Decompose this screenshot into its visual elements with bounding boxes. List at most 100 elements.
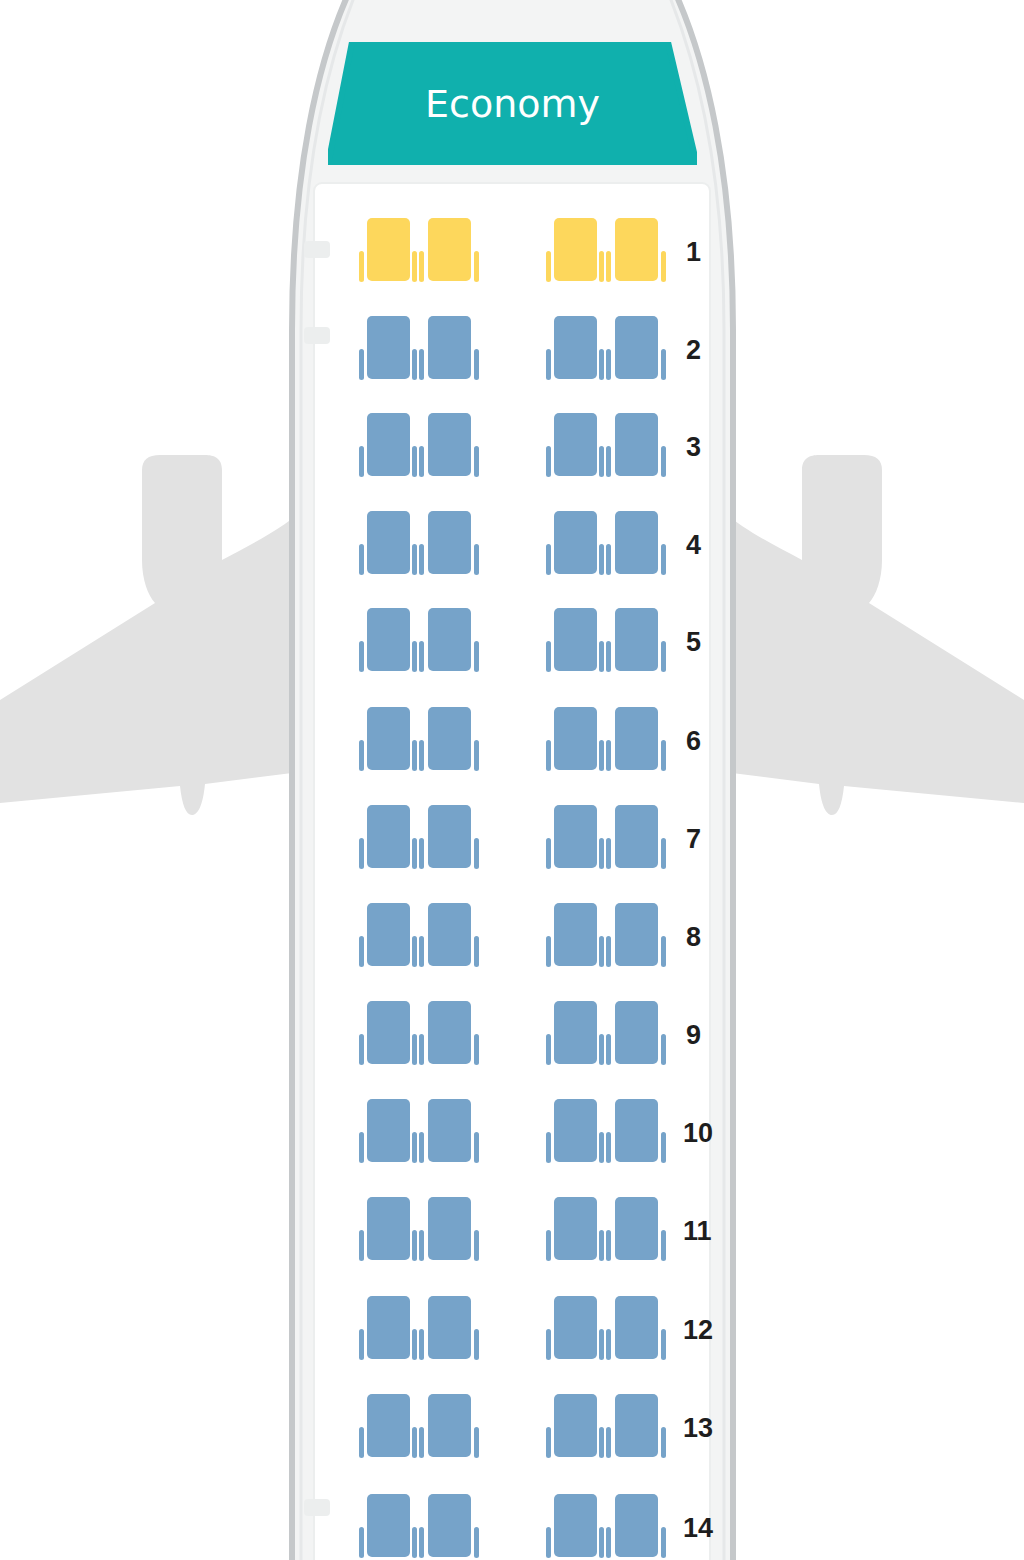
seat — [367, 218, 410, 281]
armrest — [419, 936, 424, 967]
armrest — [412, 838, 417, 869]
armrest — [661, 1527, 666, 1558]
armrest — [606, 349, 611, 380]
seat — [367, 1296, 410, 1359]
armrest — [419, 1132, 424, 1163]
row-number: 12 — [683, 1317, 713, 1344]
armrest — [606, 446, 611, 477]
armrest — [412, 349, 417, 380]
armrest — [474, 1034, 479, 1065]
row-number: 9 — [686, 1022, 701, 1049]
row-number: 5 — [686, 629, 701, 656]
seat-row — [359, 511, 666, 575]
armrest — [546, 544, 551, 575]
armrest — [359, 936, 364, 967]
row-number: 3 — [686, 434, 701, 461]
seat — [428, 316, 471, 379]
armrest — [661, 1230, 666, 1261]
armrest — [419, 1527, 424, 1558]
seat — [615, 805, 658, 868]
armrest — [606, 1427, 611, 1458]
armrest — [412, 251, 417, 282]
seat — [428, 1494, 471, 1557]
seat-row — [359, 218, 666, 282]
seat — [554, 316, 597, 379]
armrest — [474, 1132, 479, 1163]
armrest — [661, 740, 666, 771]
armrest — [606, 544, 611, 575]
armrest — [412, 641, 417, 672]
row-number: 14 — [683, 1515, 713, 1542]
left-wing — [0, 455, 300, 815]
seat-row — [359, 413, 666, 477]
armrest — [359, 641, 364, 672]
armrest — [606, 1132, 611, 1163]
cabin-floor — [314, 183, 710, 1560]
armrest — [419, 251, 424, 282]
armrest — [412, 544, 417, 575]
armrest — [412, 936, 417, 967]
seat — [367, 413, 410, 476]
armrest — [474, 1427, 479, 1458]
armrest — [546, 936, 551, 967]
armrest — [661, 838, 666, 869]
seat-row — [359, 903, 666, 967]
seat — [367, 316, 410, 379]
seat-rows — [359, 218, 666, 1558]
armrest — [419, 544, 424, 575]
armrest — [546, 446, 551, 477]
armrest — [606, 838, 611, 869]
armrest — [474, 544, 479, 575]
armrest — [599, 446, 604, 477]
armrest — [419, 446, 424, 477]
seat — [615, 413, 658, 476]
armrest — [412, 1329, 417, 1360]
armrest — [661, 349, 666, 380]
armrest — [546, 1527, 551, 1558]
seat — [367, 608, 410, 671]
armrest — [359, 446, 364, 477]
seat — [554, 1394, 597, 1457]
armrest — [359, 1132, 364, 1163]
armrest — [606, 740, 611, 771]
seat-row — [359, 1197, 666, 1261]
cabin-class-name: Economy — [425, 82, 600, 126]
armrest — [546, 1230, 551, 1261]
armrest — [359, 1427, 364, 1458]
armrest — [546, 1132, 551, 1163]
armrest — [599, 740, 604, 771]
armrest — [419, 1427, 424, 1458]
seat — [554, 218, 597, 281]
seat — [554, 608, 597, 671]
armrest — [599, 641, 604, 672]
armrest — [599, 1427, 604, 1458]
armrest — [546, 349, 551, 380]
seat — [615, 316, 658, 379]
seat-row — [359, 707, 666, 771]
seat — [615, 1296, 658, 1359]
seat-row — [359, 608, 666, 672]
armrest — [474, 1527, 479, 1558]
seat — [554, 413, 597, 476]
armrest — [359, 1329, 364, 1360]
armrest — [606, 1329, 611, 1360]
seat-row — [359, 805, 666, 869]
armrest — [359, 838, 364, 869]
seat — [367, 1394, 410, 1457]
armrest — [419, 349, 424, 380]
seat-row — [359, 1494, 666, 1558]
armrest — [419, 838, 424, 869]
seat — [615, 1197, 658, 1260]
armrest — [412, 740, 417, 771]
armrest — [599, 1527, 604, 1558]
seat — [367, 1197, 410, 1260]
seat — [615, 903, 658, 966]
armrest — [606, 251, 611, 282]
seat — [615, 1099, 658, 1162]
door-tab — [304, 327, 330, 344]
armrest — [419, 641, 424, 672]
armrest — [359, 1034, 364, 1065]
armrest — [606, 936, 611, 967]
seat-row — [359, 316, 666, 380]
